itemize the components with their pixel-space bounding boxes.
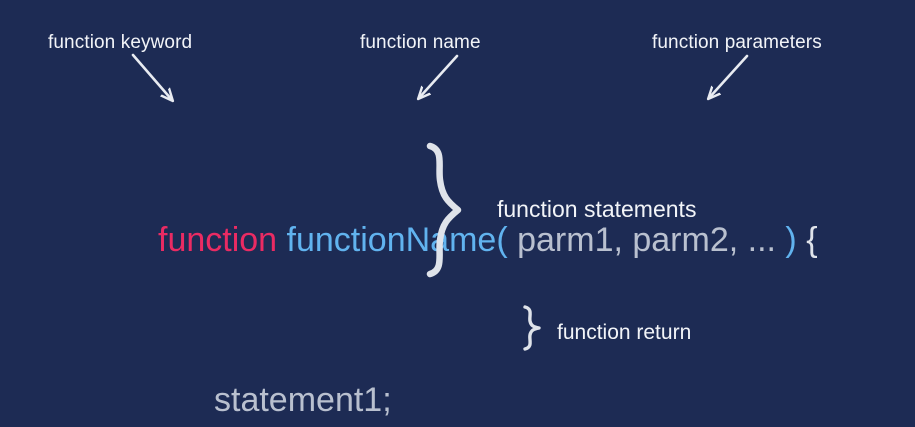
curly-brace-statements-icon — [426, 142, 462, 278]
token-open-paren: ( — [496, 221, 508, 259]
group-label-function-statements: function statements — [497, 196, 697, 222]
annotation-label-function-parameters: function parameters — [652, 32, 822, 53]
token-function-name: functionName — [286, 221, 497, 259]
annotation-label-function-keyword: function keyword — [48, 32, 193, 53]
code-block: function functionName( parm1, parm2, ...… — [158, 100, 818, 427]
code-line-statement1: statement1; — [158, 380, 818, 420]
curly-brace-return-icon — [523, 305, 541, 351]
token-open-curly-brace: { — [796, 221, 818, 259]
token-close-paren: ) — [785, 221, 797, 259]
token-parameters: parm1, parm2, ... — [507, 221, 786, 259]
token-space-1 — [277, 221, 286, 259]
code-line-signature: function functionName( parm1, parm2, ...… — [158, 220, 818, 260]
annotation-label-function-name: function name — [360, 32, 481, 53]
token-statement1: statement1; — [214, 381, 392, 419]
group-label-function-return: function return — [557, 321, 692, 344]
token-function-keyword: function — [158, 221, 278, 259]
